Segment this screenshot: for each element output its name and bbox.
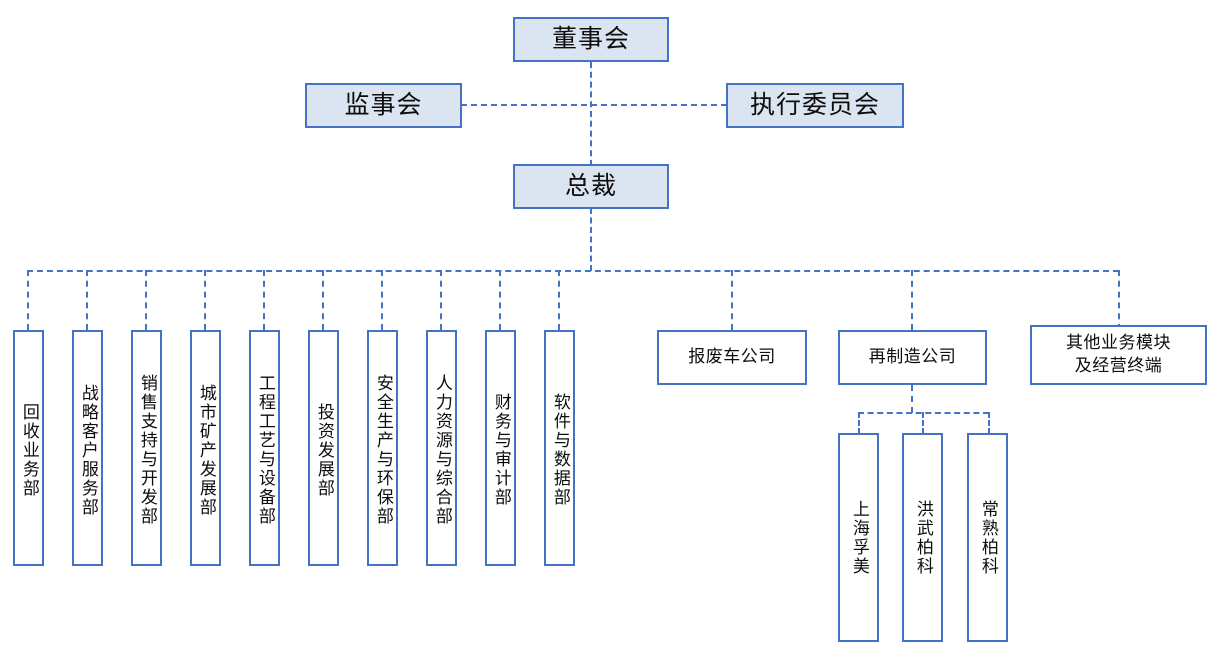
connector-main-bus <box>27 270 1119 272</box>
node-board-of-directors[interactable]: 董事会 <box>513 17 669 62</box>
node-board-of-directors-label: 董事会 <box>551 25 630 54</box>
node-department-9[interactable]: 财务与审计部 <box>485 330 516 566</box>
node-department-1-label: 回收业务部 <box>19 402 39 498</box>
connector-drop-subsidiary-3 <box>988 412 990 434</box>
node-subsidiary-3[interactable]: 常熟柏科 <box>967 433 1008 642</box>
connector-drop-dept-1 <box>27 270 29 330</box>
node-subsidiary-2-label: 洪武柏科 <box>913 499 933 576</box>
node-department-2[interactable]: 战略客户服务部 <box>72 330 103 566</box>
connector-drop-subsidiary-2 <box>922 412 924 434</box>
connector-drop-unit-1 <box>731 270 733 330</box>
connector-board-to-president <box>590 62 592 166</box>
node-president-label: 总裁 <box>564 172 617 201</box>
node-business-unit-2-label: 再制造公司 <box>868 347 957 367</box>
connector-drop-dept-5 <box>263 270 265 330</box>
node-subsidiary-2[interactable]: 洪武柏科 <box>902 433 943 642</box>
node-president[interactable]: 总裁 <box>513 164 669 209</box>
node-department-5[interactable]: 工程工艺与设备部 <box>249 330 280 566</box>
connector-drop-dept-7 <box>381 270 383 330</box>
connector-drop-dept-9 <box>499 270 501 330</box>
node-department-6[interactable]: 投资发展部 <box>308 330 339 566</box>
node-department-10[interactable]: 软件与数据部 <box>544 330 575 566</box>
node-business-unit-1[interactable]: 报废车公司 <box>657 330 807 385</box>
connector-drop-dept-2 <box>86 270 88 330</box>
connector-drop-dept-8 <box>440 270 442 330</box>
connector-supervisors-bus <box>461 104 727 106</box>
node-business-unit-3-label: 其他业务模块 及经营终端 <box>1066 333 1171 375</box>
connector-drop-unit-2 <box>911 270 913 330</box>
node-board-of-supervisors[interactable]: 监事会 <box>305 83 462 128</box>
node-department-10-label: 软件与数据部 <box>550 393 570 507</box>
node-executive-committee[interactable]: 执行委员会 <box>726 83 904 128</box>
node-department-1[interactable]: 回收业务部 <box>13 330 44 566</box>
node-board-of-supervisors-label: 监事会 <box>344 91 423 120</box>
connector-drop-dept-10 <box>558 270 560 330</box>
node-department-5-label: 工程工艺与设备部 <box>255 374 275 526</box>
node-department-2-label: 战略客户服务部 <box>78 383 98 517</box>
connector-drop-dept-3 <box>145 270 147 330</box>
node-subsidiary-3-label: 常熟柏科 <box>978 499 998 576</box>
node-department-7-label: 安全生产与环保部 <box>373 374 393 526</box>
node-department-4[interactable]: 城市矿产发展部 <box>190 330 221 566</box>
node-business-unit-3[interactable]: 其他业务模块 及经营终端 <box>1030 325 1207 385</box>
node-department-8-label: 人力资源与综合部 <box>432 374 452 526</box>
node-department-3[interactable]: 销售支持与开发部 <box>131 330 162 566</box>
connector-drop-dept-4 <box>204 270 206 330</box>
node-business-unit-2[interactable]: 再制造公司 <box>838 330 987 385</box>
node-business-unit-1-label: 报废车公司 <box>688 347 776 367</box>
node-department-9-label: 财务与审计部 <box>491 393 511 507</box>
node-executive-committee-label: 执行委员会 <box>749 91 880 120</box>
node-department-7[interactable]: 安全生产与环保部 <box>367 330 398 566</box>
node-department-4-label: 城市矿产发展部 <box>196 383 216 517</box>
node-subsidiary-1[interactable]: 上海孚美 <box>838 433 879 642</box>
node-subsidiary-1-label: 上海孚美 <box>849 499 869 576</box>
connector-remanufacturing-to-bus <box>911 385 913 413</box>
node-department-8[interactable]: 人力资源与综合部 <box>426 330 457 566</box>
node-department-6-label: 投资发展部 <box>314 402 334 498</box>
connector-drop-unit-3 <box>1118 270 1120 330</box>
connector-drop-subsidiary-1 <box>858 412 860 434</box>
node-department-3-label: 销售支持与开发部 <box>137 374 157 526</box>
connector-president-to-bus <box>590 208 592 271</box>
connector-drop-dept-6 <box>322 270 324 330</box>
